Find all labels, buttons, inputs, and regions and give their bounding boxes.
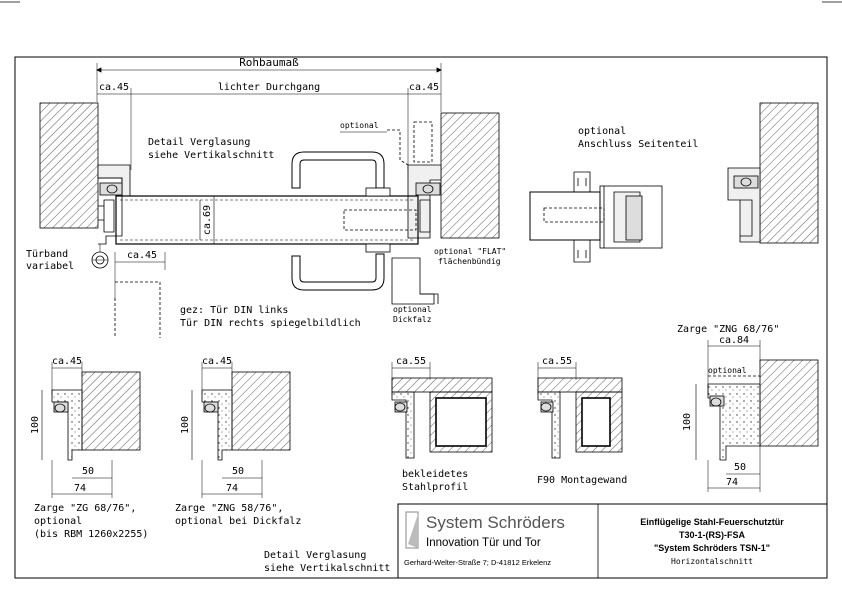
dim-ca45-left: ca.45 bbox=[99, 82, 129, 93]
main-section bbox=[39, 63, 500, 338]
company-tagline: Innovation Tür und Tor bbox=[426, 537, 541, 549]
seitenteil-section bbox=[529, 102, 819, 263]
d2-caption-1: Zarge "ZNG 58/76", bbox=[175, 503, 283, 514]
d2-dim-74: 74 bbox=[226, 483, 238, 494]
d2-dim-side: 100 bbox=[180, 416, 191, 434]
title-block-text: System Schröders Innovation Tür und Tor … bbox=[404, 513, 784, 567]
detail-zng-68-76 bbox=[695, 340, 819, 492]
labels: Rohbaumaß ca.45 lichter Durchgang ca.45 … bbox=[26, 56, 779, 574]
company-logo bbox=[405, 511, 419, 549]
d2-dim-50: 50 bbox=[232, 466, 244, 477]
title-line-2: T30-1-(RS)-FSA bbox=[679, 530, 746, 540]
note-dickfalz-2: Dickfalz bbox=[393, 315, 432, 324]
note-optional-top: optional bbox=[340, 121, 379, 130]
d1-dim-side: 100 bbox=[30, 416, 41, 434]
note-seitenteil-1: optional bbox=[578, 126, 626, 137]
dim-ca69: ca.69 bbox=[202, 205, 213, 235]
note-turband-1: Türband bbox=[26, 249, 68, 260]
title-line-4: Horizontalschnitt bbox=[671, 557, 753, 566]
note-gez-1: gez: Tür DIN links bbox=[180, 305, 288, 316]
company-address: Gerhard-Welter-Straße 7; D-41812 Erkelen… bbox=[404, 558, 551, 567]
dim-ca45-band: ca.45 bbox=[127, 250, 157, 261]
d1-dim-top: ca.45 bbox=[52, 356, 82, 367]
d4-caption-1: F90 Montagewand bbox=[537, 475, 627, 486]
note-detail-bottom-1: Detail Verglasung bbox=[264, 550, 366, 561]
d2-dim-top: ca.45 bbox=[202, 356, 232, 367]
d1-caption-3: (bis RBM 1260x2255) bbox=[34, 529, 148, 540]
note-dickfalz-1: optional bbox=[393, 305, 432, 314]
company-name: System Schröders bbox=[426, 513, 565, 532]
d5-dim-50: 50 bbox=[734, 462, 746, 473]
d3-dim-top: ca.55 bbox=[396, 356, 426, 367]
d5-dim-top: ca.84 bbox=[719, 335, 749, 346]
dim-ca45-right: ca.45 bbox=[409, 82, 439, 93]
note-detail-top-1: Detail Verglasung bbox=[148, 137, 250, 148]
note-seitenteil-2: Anschluss Seitenteil bbox=[578, 139, 698, 150]
d5-optional: optional bbox=[708, 366, 747, 375]
detail-zng-58-76 bbox=[191, 362, 291, 498]
d5-title: Zarge "ZNG 68/76" bbox=[677, 324, 779, 335]
d3-caption-1: bekleidetes bbox=[402, 469, 468, 480]
note-optional-flat-2: flächenbündig bbox=[438, 257, 501, 266]
note-detail-top-2: siehe Vertikalschnitt bbox=[148, 150, 274, 161]
title-line-1: Einflügelige Stahl-Feuerschutztür bbox=[640, 517, 784, 527]
d5-dim-side: 100 bbox=[682, 413, 693, 431]
d5-dim-74: 74 bbox=[726, 477, 738, 488]
d3-caption-2: Stahlprofil bbox=[402, 482, 468, 493]
d1-dim-50: 50 bbox=[82, 466, 94, 477]
d4-dim-top: ca.55 bbox=[542, 356, 572, 367]
dim-rohbaumass: Rohbaumaß bbox=[239, 56, 299, 69]
d1-caption-1: Zarge "ZG 68/76", bbox=[34, 503, 136, 514]
note-gez-2: Tür DIN rechts spiegelbildlich bbox=[180, 318, 361, 329]
title-line-3: "System Schröders TSN-1" bbox=[654, 543, 770, 553]
detail-bekleidetes-stahlprofil bbox=[391, 362, 493, 459]
title-block-frame bbox=[397, 503, 828, 579]
dim-lichter-durchgang: lichter Durchgang bbox=[218, 82, 320, 93]
d2-caption-2: optional bei Dickfalz bbox=[175, 516, 301, 527]
d1-caption-2: optional bbox=[34, 516, 82, 527]
detail-f90-montagewand bbox=[537, 362, 623, 459]
note-optional-flat-1: optional "FLAT" bbox=[434, 247, 506, 256]
note-detail-bottom-2: siehe Vertikalschnitt bbox=[264, 563, 390, 574]
detail-zg-68-76 bbox=[41, 362, 141, 498]
note-turband-2: variabel bbox=[26, 261, 74, 272]
d1-dim-74: 74 bbox=[74, 483, 86, 494]
